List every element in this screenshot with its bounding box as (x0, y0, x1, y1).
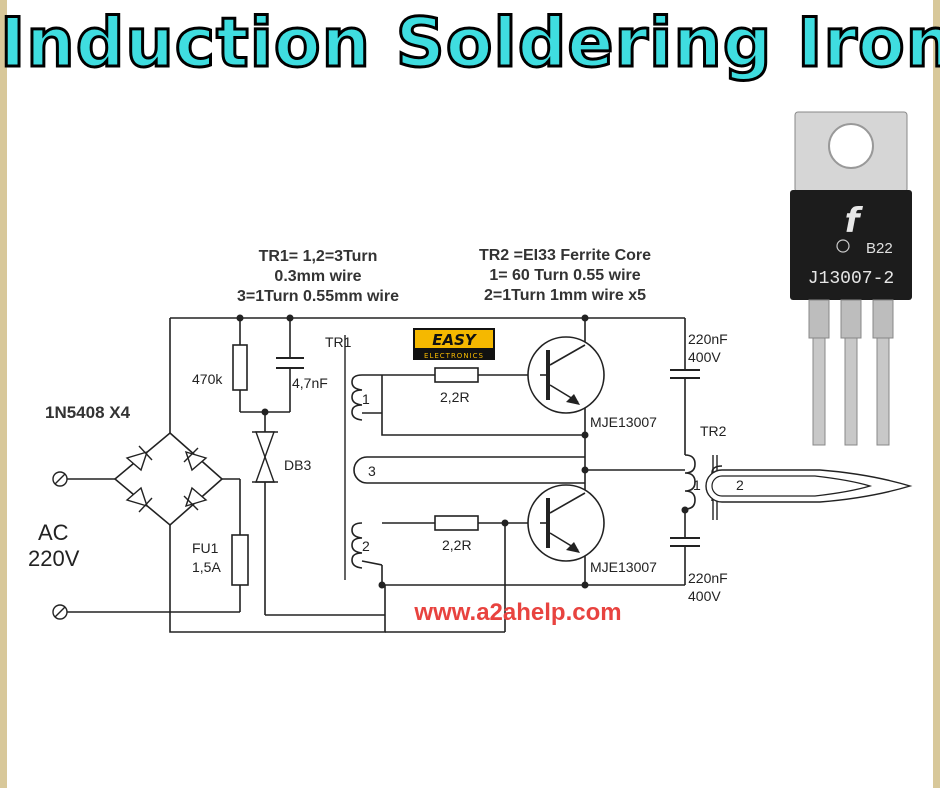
start-resistor-label: 470k (192, 371, 223, 387)
tr1-note-line-1: TR1= 1,2=3Turn (259, 248, 378, 265)
website-watermark: www.a2ahelp.com (413, 599, 621, 626)
tr2-note-line-2: 1= 60 Turn 0.55 wire (489, 267, 640, 284)
capacitor-bottom-voltage: 400V (688, 588, 721, 604)
page-title: Induction Soldering Iron (0, 3, 940, 85)
transistor-bottom-label: MJE13007 (590, 559, 657, 575)
fuse-rating-label: 1,5A (192, 559, 221, 575)
fuse (231, 534, 249, 586)
ac-terminal-top (52, 471, 68, 487)
tr1-winding-1-label: 1 (362, 391, 370, 407)
tr2-note-line-1: TR2 =EI33 Ferrite Core (479, 247, 651, 264)
capacitor-top (670, 369, 700, 379)
badge-top-text: EASY (432, 331, 478, 349)
transistor-bottom (527, 484, 605, 562)
photo-code: B22 (866, 240, 893, 257)
start-capacitor (276, 357, 304, 369)
capacitor-bottom (670, 537, 700, 547)
diac-db3 (252, 431, 278, 483)
base-resistor-top-label: 2,2R (440, 389, 470, 405)
base-resistor-top (434, 367, 479, 383)
ac-voltage-label: 220V (28, 546, 80, 571)
soldering-tip-loop (705, 469, 913, 503)
photo-logo: f (845, 201, 864, 241)
ac-terminal-bottom (52, 604, 68, 620)
tr1-winding-1 (351, 374, 363, 421)
tr2-label: TR2 (700, 423, 727, 439)
tr2-secondary-label: 2 (736, 477, 744, 493)
tr1-note-line-3: 3=1Turn 0.55mm wire (237, 288, 399, 305)
tr1-winding-3-label: 3 (368, 463, 376, 479)
junction-dots (236, 314, 689, 589)
base-resistor-bottom-label: 2,2R (442, 537, 472, 553)
circuit-wires (67, 317, 686, 633)
base-resistor-bottom (434, 515, 479, 531)
start-capacitor-label: 4,7nF (292, 375, 328, 391)
easy-electronics-badge: EASY ELECTRONICS (413, 328, 495, 360)
start-resistor (232, 344, 248, 391)
ac-label: AC (38, 520, 69, 545)
tr2-primary-winding (684, 454, 696, 510)
capacitor-top-voltage: 400V (688, 349, 721, 365)
diode-bridge (113, 431, 224, 527)
badge-bottom-text: ELECTRONICS (424, 352, 484, 360)
tr1-label: TR1 (325, 334, 352, 350)
capacitor-bottom-value: 220nF (688, 570, 728, 586)
capacitor-top-value: 220nF (688, 331, 728, 347)
tr1-note-line-2: 0.3mm wire (274, 268, 361, 285)
photo-model: J13007-2 (808, 269, 894, 289)
schematic-sheet (7, 0, 933, 788)
fuse-label: FU1 (192, 540, 219, 556)
tr2-note-line-3: 2=1Turn 1mm wire x5 (484, 287, 646, 304)
transistor-top-label: MJE13007 (590, 414, 657, 430)
bridge-label: 1N5408 X4 (45, 403, 131, 422)
tr1-winding-2 (351, 522, 363, 569)
tr1-winding-2-label: 2 (362, 538, 370, 554)
transistor-photo: f B22 J13007-2 (790, 111, 912, 446)
diac-label: DB3 (284, 457, 311, 473)
transistor-top (527, 336, 605, 414)
tr2-primary-label: 1 (693, 477, 701, 493)
